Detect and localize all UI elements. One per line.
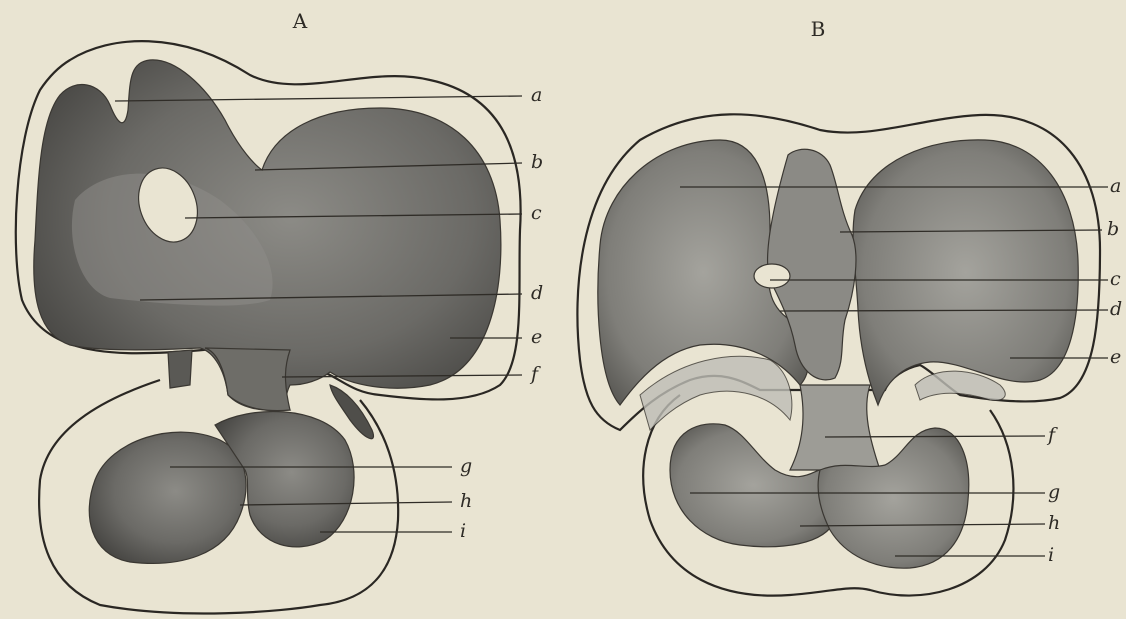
panel-a-label-h: h xyxy=(460,490,472,512)
panel-a-label-a: a xyxy=(531,84,542,106)
panel-a-lower-lobe-left xyxy=(89,432,246,563)
panel-a-label-b: b xyxy=(531,151,543,173)
panel-a-title: A xyxy=(292,9,308,33)
panel-b-right-hemisphere xyxy=(853,140,1078,405)
panel-b-label-d: d xyxy=(1110,298,1122,320)
panel-a-label-e: e xyxy=(531,326,542,348)
panel-b-stalk xyxy=(790,385,880,470)
panel-b-label-c: c xyxy=(1110,268,1121,290)
panel-b-ventricle-opening xyxy=(754,264,790,288)
panel-b-label-f: f xyxy=(1046,424,1058,446)
panel-b-left-inner-fold xyxy=(640,356,792,430)
panel-b-label-g: g xyxy=(1048,481,1060,503)
panel-a-label-c: c xyxy=(531,202,542,224)
panel-b-label-e: e xyxy=(1110,346,1121,368)
panel-a-label-d: d xyxy=(531,282,543,304)
panel-b-title: B xyxy=(811,17,826,41)
panel-b-label-i: i xyxy=(1048,544,1054,566)
panel-a-label-i: i xyxy=(460,520,466,542)
panel-b: B a b c d e xyxy=(577,17,1122,596)
panel-a-side-flap xyxy=(168,350,192,388)
panel-a-label-f: f xyxy=(529,363,541,385)
panel-a: A a b c d e f xyxy=(16,9,543,614)
panel-b-label-h: h xyxy=(1048,512,1060,534)
panel-a-stalk xyxy=(205,348,290,411)
panel-b-label-a: a xyxy=(1110,175,1121,197)
panel-a-label-g: g xyxy=(460,455,472,477)
panel-b-label-b: b xyxy=(1107,218,1119,240)
